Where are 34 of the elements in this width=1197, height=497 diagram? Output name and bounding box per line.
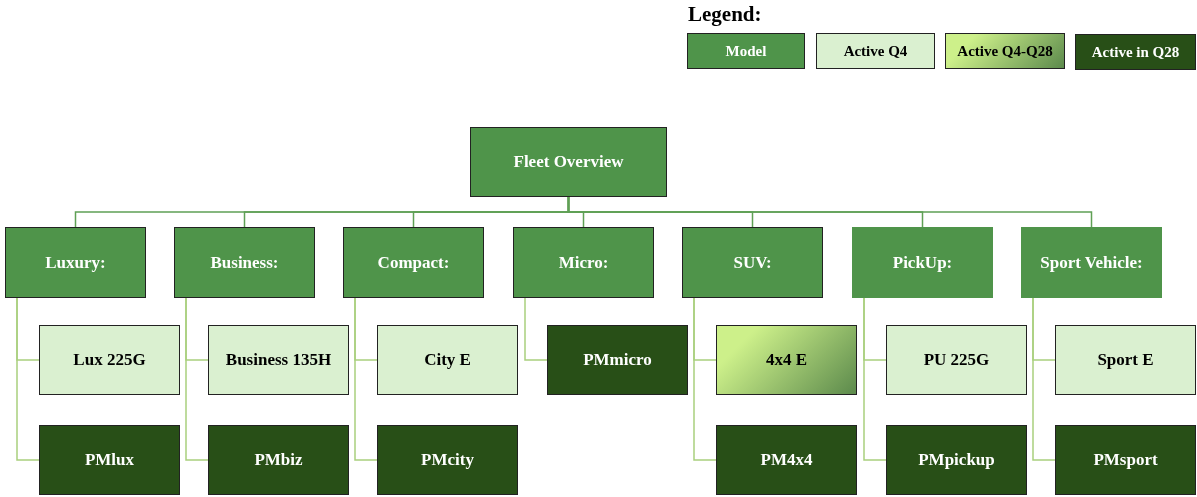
model-box: PMmicro (547, 325, 688, 395)
category-box: Business: (174, 227, 315, 298)
category-box: Luxury: (5, 227, 146, 298)
connector-line (863, 297, 887, 461)
connector-line (1032, 297, 1056, 461)
category-box: Sport Vehicle: (1021, 227, 1162, 298)
legend-swatch: Active Q4-Q28 (945, 33, 1065, 69)
category-box: Compact: (343, 227, 484, 298)
connector-line (16, 297, 40, 461)
model-box: PU 225G (886, 325, 1027, 395)
model-box: PMlux (39, 425, 180, 495)
model-box: PMpickup (886, 425, 1027, 495)
model-box: Business 135H (208, 325, 349, 395)
model-box: City E (377, 325, 518, 395)
model-box: Sport E (1055, 325, 1196, 395)
root-box: Fleet Overview (470, 127, 667, 197)
model-box: PM4x4 (716, 425, 857, 495)
connector-line (354, 297, 378, 461)
model-box: Lux 225G (39, 325, 180, 395)
connector-line (524, 297, 548, 361)
legend-swatch: Active in Q28 (1075, 34, 1196, 70)
legend-swatch: Active Q4 (816, 33, 935, 69)
connector-line (567, 196, 1093, 228)
category-box: SUV: (682, 227, 823, 298)
category-box: Micro: (513, 227, 654, 298)
legend-heading: Legend: (688, 2, 762, 27)
model-box: PMbiz (208, 425, 349, 495)
model-box: 4x4 E (716, 325, 857, 395)
connector-line (185, 297, 209, 461)
model-box: PMsport (1055, 425, 1196, 495)
connector-line (693, 297, 717, 461)
model-box: PMcity (377, 425, 518, 495)
legend-swatch: Model (687, 33, 805, 69)
category-box: PickUp: (852, 227, 993, 298)
